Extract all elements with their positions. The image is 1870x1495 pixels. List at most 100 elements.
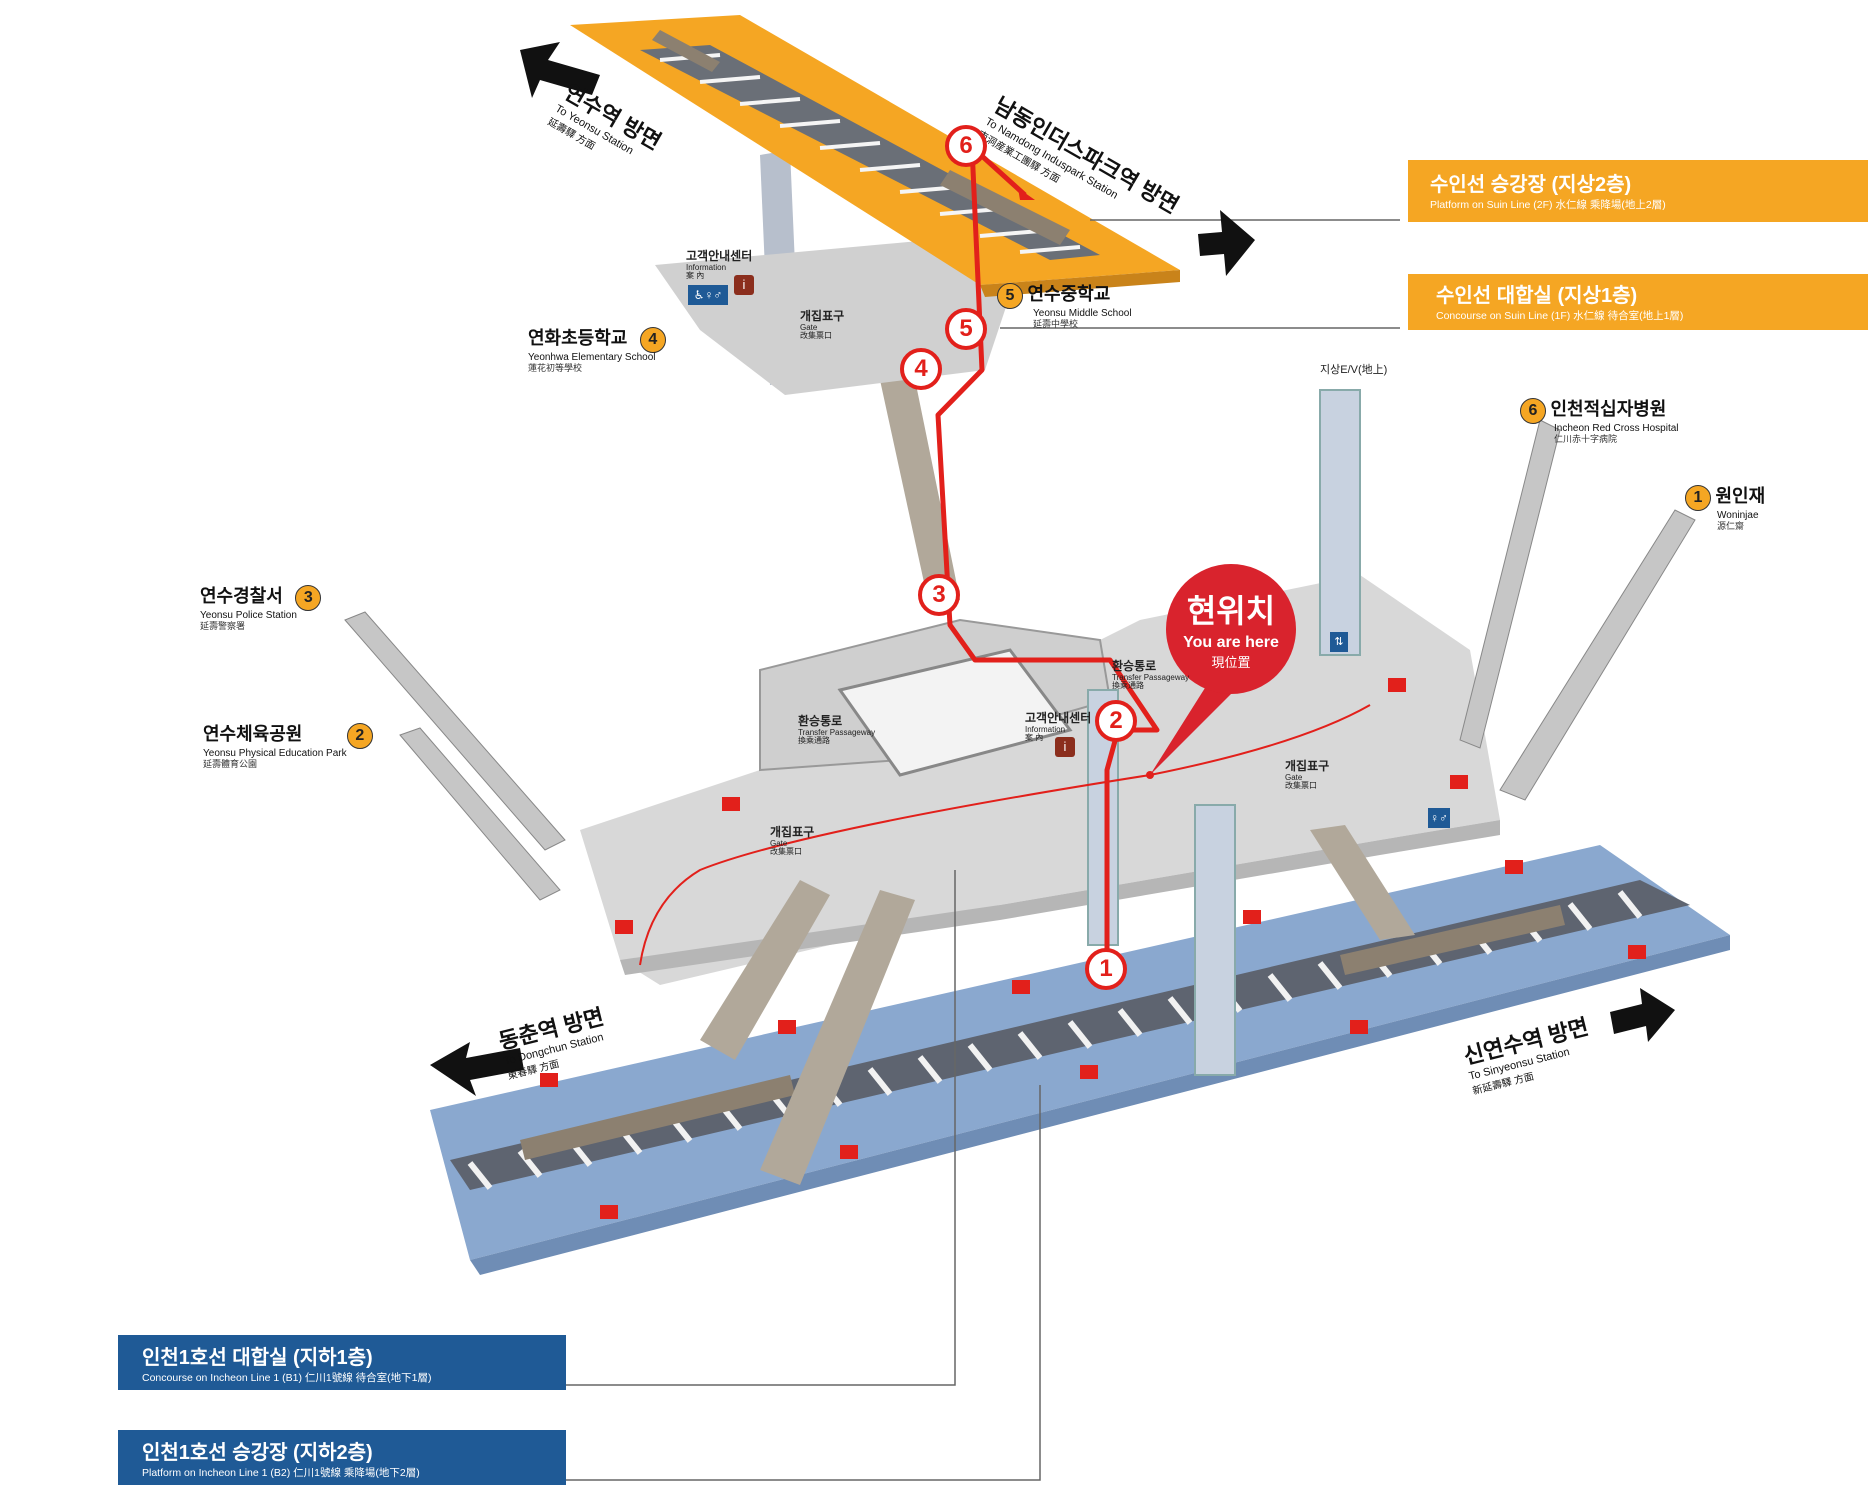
transfer-right-ko: 환승통로	[1112, 659, 1157, 673]
exit-4-cn: 蓮花初等學校	[528, 362, 583, 373]
you-are-here-marker: 현위치 You are here 現位置	[1166, 564, 1296, 694]
route-step-3: 3	[918, 574, 960, 616]
exit-2-badge: 2	[346, 723, 373, 749]
exit-5-label: 5 연수중학교 Yeonsu Middle School 延壽中學校	[997, 283, 1132, 329]
banner-suin-platform-title: 수인선 승강장 (지상2층)	[1430, 174, 1632, 196]
exit-3-en: Yeonsu Police Station	[200, 610, 297, 621]
flow-arrow-left	[639, 774, 1151, 966]
route-arrowhead	[1018, 188, 1035, 200]
info-icon: i	[1055, 737, 1075, 757]
route-step-6: 6	[945, 125, 987, 167]
exit-1-en: Woninjae	[1717, 510, 1759, 521]
exit-5-ko: 연수중학교	[1027, 284, 1111, 304]
info-upper-label: 고객안내센터 Information 案 內	[686, 250, 752, 280]
exit-2-cn: 延壽體育公園	[203, 758, 258, 769]
arrow-dongchun	[430, 1042, 524, 1096]
gate-upper-ko: 개집표구	[800, 309, 845, 323]
you-are-here-pointer	[1150, 680, 1245, 775]
transfer-left-ko: 환승통로	[798, 714, 843, 728]
exit-4-ko: 연화초등학교	[528, 328, 628, 348]
transfer-left-en: Transfer Passageway	[798, 727, 876, 737]
transfer-right-label: 환승통로 Transfer Passageway 換乘通路	[1112, 660, 1189, 690]
exit-5-cn: 延壽中學校	[1033, 318, 1079, 329]
stairs-exit-3	[344, 611, 566, 851]
transfer-right-cn: 換乘通路	[1112, 680, 1144, 690]
info-upper-cn: 案 內	[686, 270, 705, 280]
stairs-exit-6	[1459, 419, 1561, 749]
restroom-icon: ♀♂	[1428, 808, 1450, 828]
info-upper-ko: 고객안내센터	[686, 249, 753, 263]
exit-1-cn: 源仁齋	[1717, 520, 1745, 531]
info-lower-cn: 案 內	[1025, 732, 1044, 742]
transfer-left-label: 환승통로 Transfer Passageway 換乘通路	[798, 715, 875, 745]
banner-incheon-platform-subtitle: Platform on Incheon Line 1 (B2) 仁川1號線 乘降…	[142, 1467, 420, 1479]
info-upper-icon: i	[734, 275, 754, 295]
escalator-left	[700, 880, 830, 1060]
banner-incheon-concourse-title: 인천1호선 대합실 (지하1층)	[142, 1347, 373, 1369]
route-step-5: 5	[945, 308, 987, 350]
escalator-right	[1310, 825, 1415, 940]
arrow-yeonsu	[520, 42, 600, 98]
incheon-platform-edge	[470, 935, 1730, 1275]
info-upper-en: Information	[686, 262, 727, 272]
banner-suin-concourse-subtitle: Concourse on Suin Line (1F) 水仁線 待合室(地上1層…	[1436, 310, 1684, 322]
banner-suin-platform: 수인선 승강장 (지상2층) Platform on Suin Line (2F…	[1408, 160, 1868, 222]
exit-3-ko: 연수경찰서	[200, 586, 283, 606]
exit-5-en: Yeonsu Middle School	[1033, 308, 1132, 319]
leader-incheon-concourse	[565, 870, 956, 1386]
escalator-center	[760, 890, 915, 1185]
banner-incheon-concourse: 인천1호선 대합실 (지하1층) Concourse on Incheon Li…	[118, 1335, 566, 1390]
banner-incheon-platform-title: 인천1호선 승강장 (지하2층)	[142, 1442, 373, 1464]
stairs-exit-1	[1499, 509, 1696, 801]
concourse-front-edge	[620, 820, 1500, 975]
exit-6-ko: 인천적십자병원	[1550, 399, 1667, 419]
exit-2-label: 연수체육공원 2 Yeonsu Physical Education Park …	[203, 723, 373, 769]
exit-3-cn: 延壽警察署	[200, 620, 246, 631]
banner-incheon-platform: 인천1호선 승강장 (지하2층) Platform on Incheon Lin…	[118, 1430, 566, 1485]
banner-suin-concourse-title: 수인선 대합실 (지상1층)	[1436, 285, 1638, 307]
exit-2-en: Yeonsu Physical Education Park	[203, 748, 347, 759]
gate-upper-label: 개집표구 Gate 改集票口	[800, 310, 844, 340]
arrow-namdong	[1198, 210, 1255, 276]
suin-escalator-down	[880, 355, 960, 610]
exit-6-en: Incheon Red Cross Hospital	[1554, 423, 1679, 434]
gate-right-ko: 개집표구	[1285, 759, 1330, 773]
route-line	[935, 144, 1160, 965]
exit-4-en: Yeonhwa Elementary School	[528, 352, 656, 363]
ticket-machine-icons	[540, 678, 1646, 1219]
gate-upper-en: Gate	[800, 322, 818, 332]
exit-6-cn: 仁川赤十字病院	[1554, 433, 1618, 444]
banner-suin-platform-subtitle: Platform on Suin Line (2F) 水仁線 乘降場(地上2層)	[1430, 199, 1666, 211]
elevator-shaft-center	[1194, 804, 1236, 1076]
info-lower-en: Information	[1025, 724, 1066, 734]
you-are-here-cn: 現位置	[1211, 655, 1251, 670]
train-lower-right	[1340, 905, 1565, 975]
ground-elevator-label: 지상E/V(地上)	[1320, 364, 1388, 376]
transfer-box	[837, 648, 1073, 777]
exit-6-badge: 6	[1520, 398, 1546, 424]
elevator-shaft-ground	[1319, 389, 1361, 656]
exit-6-label: 6 인천적십자병원 Incheon Red Cross Hospital 仁川赤…	[1520, 398, 1679, 444]
info-lower-label: 고객안내센터 Information 案 內	[1025, 712, 1091, 742]
gate-left-en: Gate	[770, 838, 788, 848]
gate-left-cn: 改集票口	[770, 846, 802, 856]
gate-right-label: 개집표구 Gate 改集票口	[1285, 760, 1329, 790]
banner-incheon-concourse-subtitle: Concourse on Incheon Line 1 (B1) 仁川1號線 待…	[142, 1372, 432, 1384]
route-step-4: 4	[900, 348, 942, 390]
exit-4-label: 연화초등학교 4 Yeonhwa Elementary School 蓮花初等學…	[528, 327, 666, 373]
gate-right-cn: 改集票口	[1285, 780, 1317, 790]
leader-incheon-platform	[565, 1085, 1041, 1481]
exit-5-badge: 5	[997, 283, 1023, 309]
suin-platform-edge	[980, 270, 1180, 297]
banner-suin-concourse: 수인선 대합실 (지상1층) Concourse on Suin Line (1…	[1408, 274, 1868, 330]
gate-left-ko: 개집표구	[770, 825, 815, 839]
exit-3-badge: 3	[295, 585, 322, 611]
you-are-here-ko: 현위치	[1186, 593, 1276, 629]
route-step-1: 1	[1085, 948, 1127, 990]
transfer-right-en: Transfer Passageway	[1112, 672, 1190, 682]
flow-arrow-right	[1149, 704, 1371, 776]
stairs-exit-2	[399, 727, 561, 901]
transfer-left-cn: 換乘通路	[798, 735, 830, 745]
exit-2-ko: 연수체육공원	[203, 724, 303, 744]
elevator-icon: ⇅	[1330, 632, 1348, 652]
